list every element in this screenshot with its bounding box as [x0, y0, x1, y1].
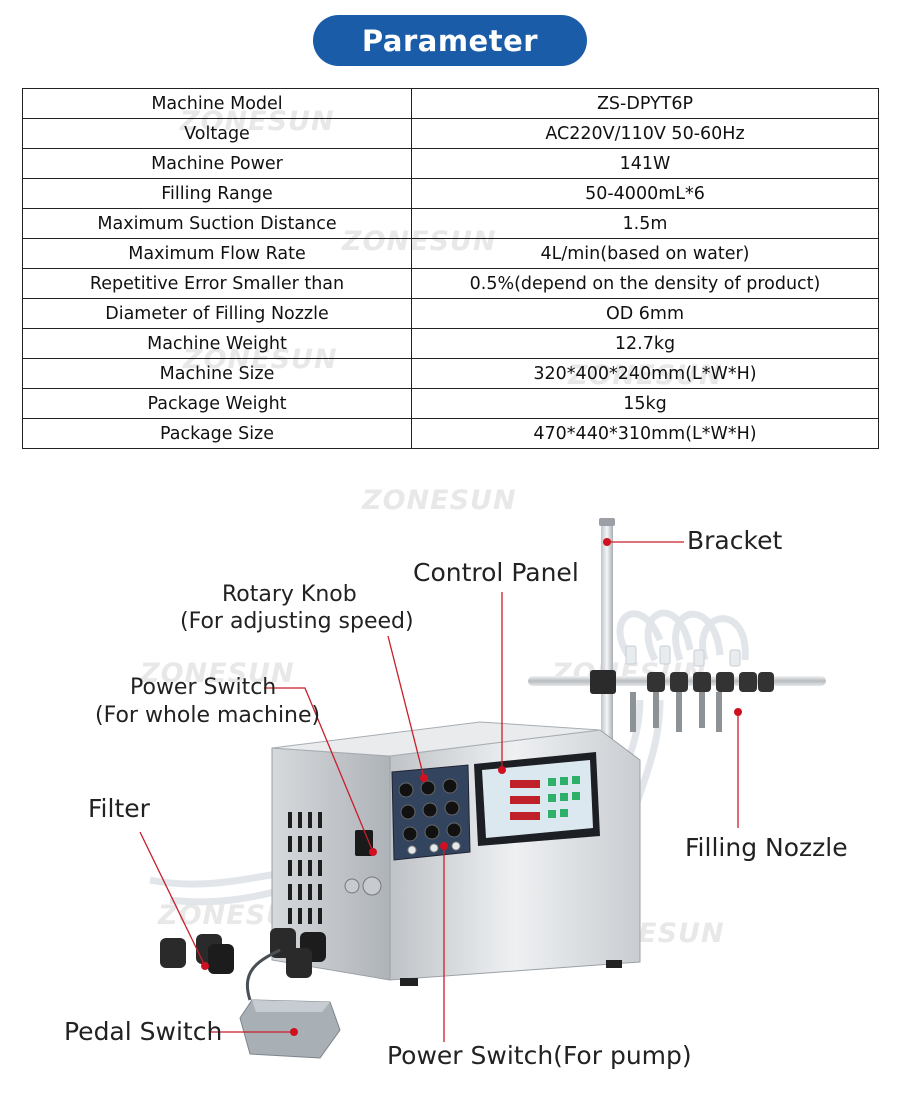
spec-label: Maximum Suction Distance — [22, 208, 412, 239]
spec-value: OD 6mm — [411, 298, 879, 329]
callout-pedal-switch: Pedal Switch — [64, 1017, 223, 1046]
callout-filling-nozzle: Filling Nozzle — [685, 833, 848, 862]
spec-value: ZS-DPYT6P — [411, 88, 879, 119]
spec-label: Maximum Flow Rate — [22, 238, 412, 269]
spec-value: 141W — [411, 148, 879, 179]
callout-pump-switch: Power Switch(For pump) — [387, 1041, 692, 1070]
spec-value: 4L/min(based on water) — [411, 238, 879, 269]
callout-control-panel: Control Panel — [413, 558, 579, 587]
callout-filter: Filter — [88, 794, 150, 823]
callout-rotary-knob-note: (For adjusting speed) — [180, 609, 414, 634]
callout-rotary-knob: Rotary Knob — [222, 582, 357, 607]
spec-label: Diameter of Filling Nozzle — [22, 298, 412, 329]
callout-dot — [603, 538, 611, 546]
spec-label: Machine Model — [22, 88, 412, 119]
spec-label: Filling Range — [22, 178, 412, 209]
spec-value: 470*440*310mm(L*W*H) — [411, 418, 879, 449]
spec-label: Machine Power — [22, 148, 412, 179]
spec-value: 12.7kg — [411, 328, 879, 359]
callout-bracket: Bracket — [687, 526, 783, 555]
spec-label: Machine Weight — [22, 328, 412, 359]
spec-value: 1.5m — [411, 208, 879, 239]
spec-label: Package Size — [22, 418, 412, 449]
callout-power-switch-note: (For whole machine) — [95, 703, 321, 728]
callout-power-switch: Power Switch — [130, 675, 277, 700]
spec-label: Repetitive Error Smaller than — [22, 268, 412, 299]
page-title: Parameter — [313, 15, 587, 66]
spec-value: AC220V/110V 50-60Hz — [411, 118, 879, 149]
spec-value: 50-4000mL*6 — [411, 178, 879, 209]
